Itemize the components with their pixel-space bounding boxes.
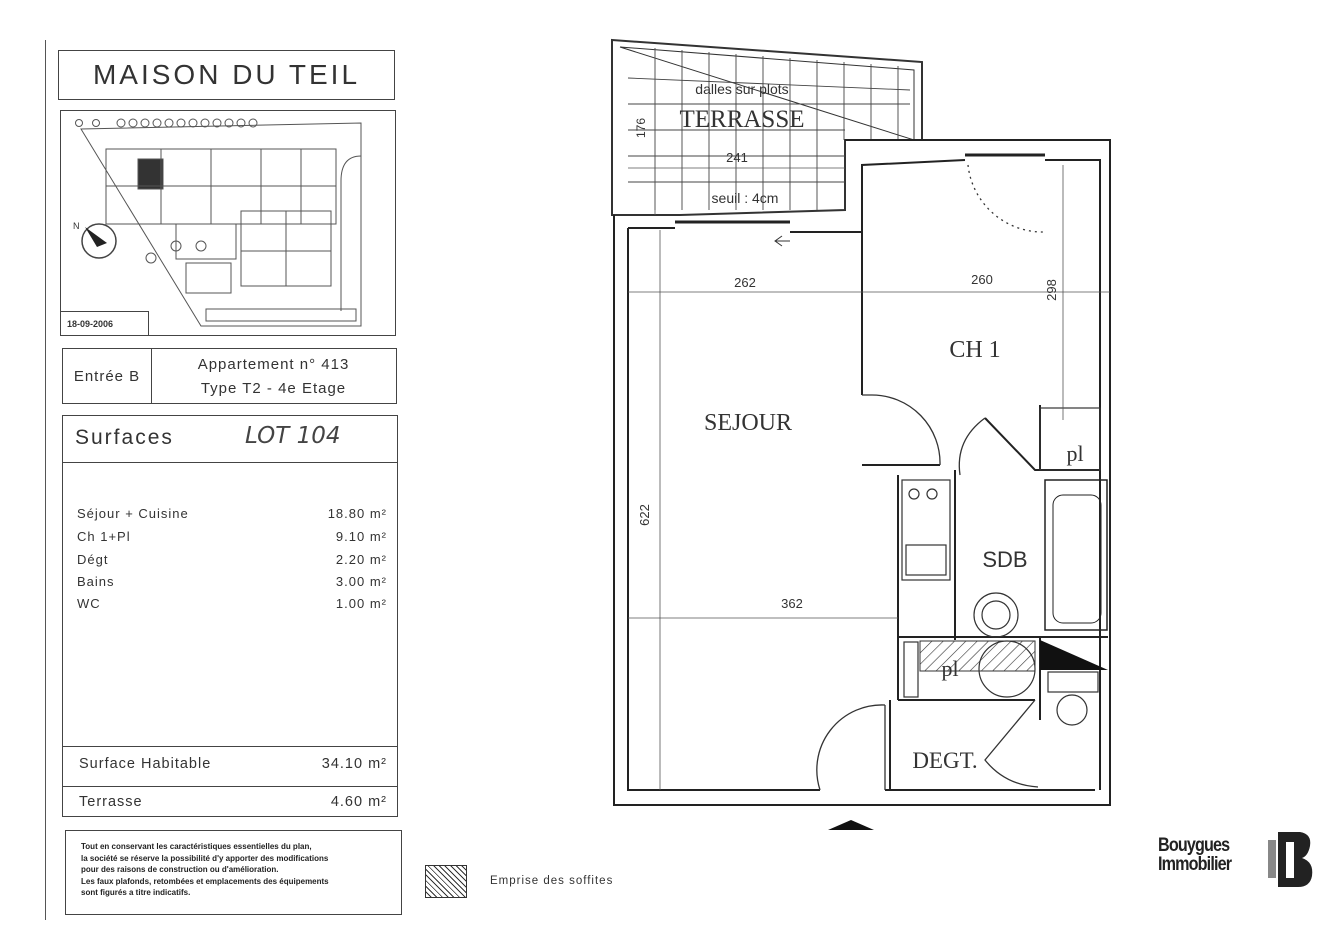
surface-label: Bains (77, 574, 115, 589)
disclaimer-note: Tout en conservant les caractéristiques … (65, 830, 402, 915)
dim-ch1-depth: 298 (1044, 279, 1059, 301)
surface-row: Séjour + Cuisine 18.80 m² (77, 506, 387, 528)
surface-row: Dégt 2.20 m² (77, 552, 387, 574)
surface-row: WC 1.00 m² (77, 596, 387, 618)
surface-value: 1.00 m² (335, 596, 387, 611)
entrance-arrow-icon (828, 820, 874, 830)
apartment-location-marker (137, 158, 164, 190)
note-line: sont figurés a titre indicatifs. (81, 888, 191, 897)
window-swing (967, 164, 1044, 233)
dim-ch1-width: 260 (971, 272, 993, 287)
doors (816, 164, 1101, 791)
terrace-label: TERRASSE (679, 106, 804, 133)
closet (1039, 407, 1101, 471)
kitchen-counter (901, 479, 951, 581)
surface-label: WC (77, 596, 101, 611)
soffit-hatch (919, 640, 1036, 672)
terrace (611, 38, 923, 216)
habitable-surface-row: Surface Habitable 34.10 m² (63, 746, 397, 785)
duct-marker (1040, 640, 1108, 670)
surface-value: 18.80 m² (327, 506, 387, 521)
note-line: Les faux plafonds, retombées et emplacem… (81, 876, 329, 886)
terrace-label: Terrasse (79, 794, 143, 810)
fixtures (901, 479, 1099, 726)
door-swing (984, 699, 1039, 788)
bouygues-b-logo-icon (1268, 832, 1313, 887)
site-plan: N 18-09-2006 (60, 110, 396, 336)
surface-row: Bains 3.00 m² (77, 574, 387, 596)
site-boundary (80, 122, 362, 327)
note-line: la société se réserve la possibilité d'y… (81, 853, 329, 863)
door-swing (862, 394, 941, 466)
entrance-door-swing (816, 704, 886, 791)
plan-date: 18-09-2006 (61, 311, 149, 335)
sink (973, 592, 1019, 638)
dim-terrace-depth: 176 (634, 118, 648, 138)
door-swing (958, 417, 986, 476)
soffit-hatch-swatch (425, 865, 467, 898)
surface-value: 2.20 m² (335, 552, 387, 567)
surface-label: Séjour + Cuisine (77, 506, 189, 521)
apartment-number: Appartement n° 413 (197, 356, 350, 373)
compass-icon: N (73, 221, 117, 259)
lot-number-handwritten: LOT 104 (245, 423, 341, 449)
surface-value: 3.00 m² (335, 574, 387, 589)
habitable-value: 34.10 m² (321, 756, 387, 772)
logo-line-1: Bouygues (1158, 835, 1230, 856)
left-panel-border (45, 40, 408, 920)
bouygues-logo-text: Bouygues Immobilier (1158, 835, 1232, 875)
toilet (1056, 694, 1088, 726)
room-ch1: CH 1 (949, 337, 1000, 363)
dim-total-width: 362 (781, 596, 803, 611)
surface-label: Dégt (77, 552, 109, 567)
terrace-note: dalles sur plots (695, 81, 788, 97)
dimension-lines (628, 48, 1110, 790)
entry-label: Entrée B (63, 349, 152, 403)
room-sdb: SDB (982, 547, 1027, 572)
threshold-note: seuil : 4cm (712, 190, 779, 206)
apartment-type-floor: Type T2 - 4e Etage (200, 380, 347, 397)
dim-terrace-width: 241 (726, 150, 748, 165)
note-line: Tout en conservant les caractéristiques … (81, 842, 312, 851)
terrace-value: 4.60 m² (330, 794, 387, 810)
closet-pl-degt: pl (941, 656, 958, 681)
site-plan-drawing: N (73, 118, 362, 327)
habitable-label: Surface Habitable (79, 756, 212, 772)
note-line: pour des raisons de construction ou d'am… (81, 865, 279, 874)
logo-line-2: Immobilier (1158, 854, 1232, 875)
legend-label: Emprise des soffites (490, 875, 614, 887)
svg-text:N: N (73, 221, 80, 231)
surface-row: Ch 1+Pl 9.10 m² (77, 529, 387, 551)
surface-value: 9.10 m² (335, 529, 387, 544)
room-sejour: SEJOUR (704, 410, 792, 436)
slide-direction-arrow-icon (774, 235, 790, 247)
unit-info: Entrée B Appartement n° 413 Type T2 - 4e… (62, 348, 397, 404)
room-degt: DEGT. (912, 748, 977, 773)
dim-sejour-width: 262 (734, 275, 756, 290)
project-title: MAISON DU TEIL (58, 50, 395, 100)
terrace-surface-row: Terrasse 4.60 m² (63, 786, 397, 817)
surfaces-header: Surfaces LOT 104 (63, 416, 397, 463)
surfaces-table: Surfaces LOT 104 Séjour + Cuisine 18.80 m… (62, 415, 398, 817)
apartment-info: Appartement n° 413 Type T2 - 4e Etage (151, 353, 396, 401)
dim-sejour-depth: 622 (637, 504, 652, 526)
surfaces-title: Surfaces (75, 426, 174, 449)
closet-pl-ch1: pl (1066, 441, 1083, 466)
surface-label: Ch 1+Pl (77, 529, 131, 544)
